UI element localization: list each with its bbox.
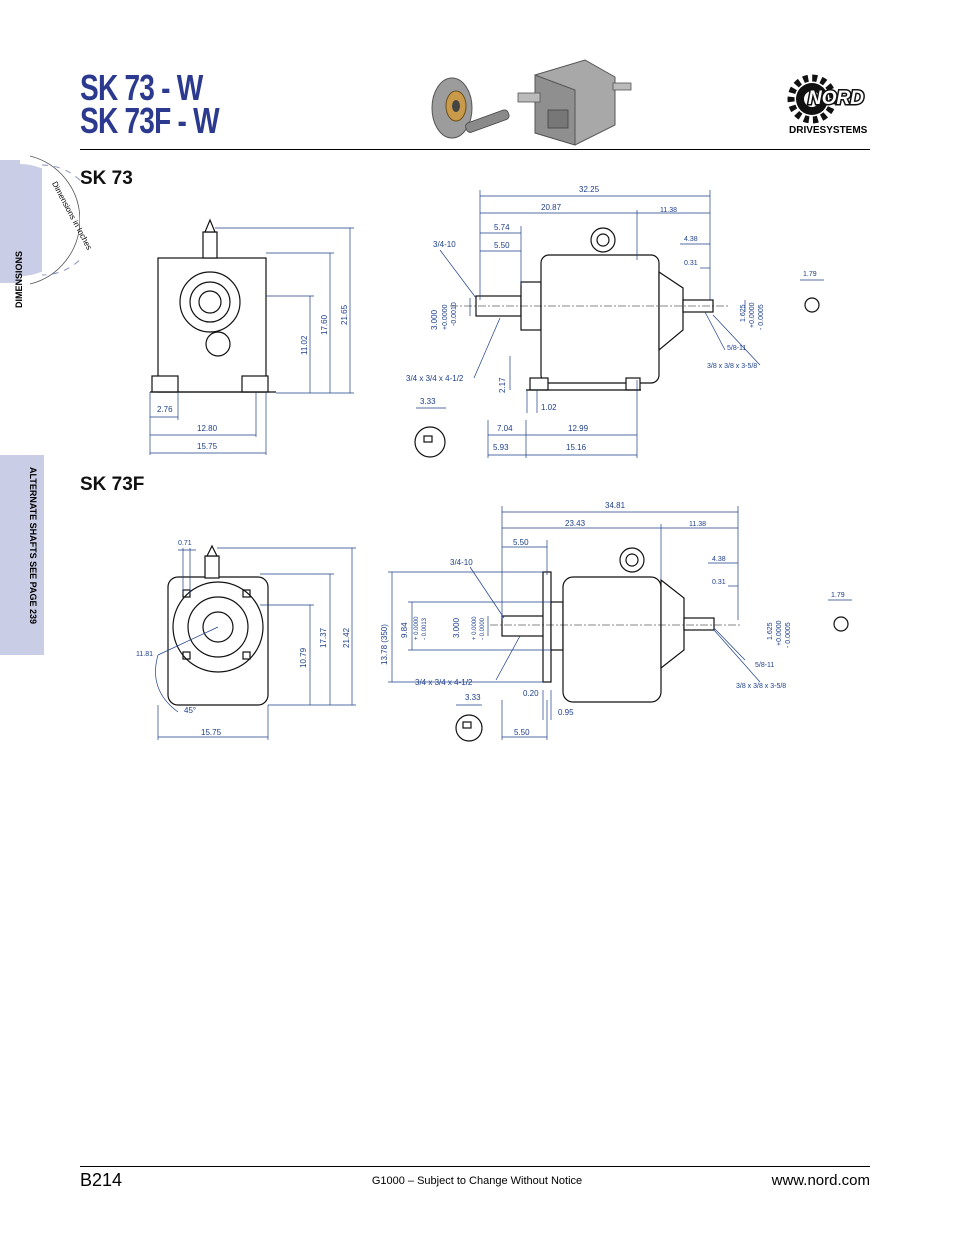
sk73-front-view xyxy=(150,218,276,393)
sk73-dim-1760: 17.60 xyxy=(320,314,329,335)
sk73f-dim-1079: 10.79 xyxy=(299,647,308,668)
sk73-dim-217: 2.17 xyxy=(498,377,507,393)
sk73f-flange-984-tol-plus: + 0.0000 xyxy=(414,616,420,640)
sk73f-flange-984: 9.84 xyxy=(400,622,409,638)
sk73-dim-102: 1.02 xyxy=(541,403,557,412)
sk73f-dim-2343: 23.43 xyxy=(565,519,586,528)
sk73-dim-1299: 12.99 xyxy=(568,424,589,433)
sk73-dim-1575: 15.75 xyxy=(197,442,218,451)
header-rule xyxy=(80,149,870,150)
sk73f-dim-095: 0.95 xyxy=(558,708,574,717)
sk73f-key-in: 3/4 x 3/4 x 4-1/2 xyxy=(415,678,473,687)
sk73f-dim-1138: 11.38 xyxy=(689,521,706,528)
sk73f-dim-550-bot: 5.50 xyxy=(514,728,530,737)
nord-logo: NORD xyxy=(787,74,866,124)
sk73f-key-out: 3/8 x 3/8 x 3-5/8 xyxy=(736,683,786,690)
sk73f-thread-in: 3/4-10 xyxy=(450,558,473,567)
dimensions-tab xyxy=(0,160,42,283)
sk73-side-dims xyxy=(416,190,824,458)
sk73f-dim-550-top: 5.50 xyxy=(513,538,529,547)
sk73-shaft-out: 1.625 xyxy=(740,304,747,322)
sk73f-shaft-out-tol-plus: +0.0000 xyxy=(776,620,783,646)
sk73f-dim-1181: 11.81 xyxy=(136,651,153,658)
footer-notice: G1000 – Subject to Change Without Notice xyxy=(371,1175,583,1187)
sk73f-dim-2142: 21.42 xyxy=(342,627,351,648)
sk73-dim-1280: 12.80 xyxy=(197,424,218,433)
sk73-shaft-out-tol-minus: - 0.0005 xyxy=(758,304,765,330)
sk73-thread-in: 3/4-10 xyxy=(433,240,456,249)
gearbox-image xyxy=(517,59,632,146)
sk73f-shaft-in-tol-minus: - 0.0000 xyxy=(480,617,486,640)
title-line-1: SK 73 - W xyxy=(80,67,203,108)
sk73-dim-333: 3.33 xyxy=(420,397,436,406)
sk73f-dim-179: 1.79 xyxy=(831,592,845,599)
sk73f-front-view xyxy=(167,544,269,706)
sk73-dim-179: 1.79 xyxy=(803,271,817,278)
website-link[interactable]: www.nord.com xyxy=(771,1172,870,1189)
sk73f-side-dims xyxy=(388,506,852,740)
sk73-dim-593: 5.93 xyxy=(493,443,509,452)
sk73f-thread-out: 5/8-11 xyxy=(755,662,774,669)
sk73-dim-276: 2.76 xyxy=(157,405,173,414)
sk73f-side-view xyxy=(455,547,849,742)
sk73f-dim-333: 3.33 xyxy=(465,693,481,702)
sk73-shaft-in-tol-plus: +0.0000 xyxy=(442,304,449,330)
title-line-2: SK 73F - W xyxy=(80,100,220,141)
sk73-dim-1138: 11.38 xyxy=(660,207,677,214)
sk73-dim-550: 5.50 xyxy=(494,241,510,250)
sk73-dim-1102: 11.02 xyxy=(300,335,309,355)
sk73-dim-031: 0.31 xyxy=(684,260,698,267)
sk73-dim-574: 5.74 xyxy=(494,223,510,232)
logo-text: NORD xyxy=(808,88,864,109)
sk73f-shaft-out-tol-minus: - 0.0005 xyxy=(785,622,792,648)
sk73f-dim-020: 0.20 xyxy=(523,689,539,698)
sk73-dim-2165: 21.65 xyxy=(340,304,349,325)
sk73-shaft-in: 3.000 xyxy=(430,309,439,330)
sk73-key-in: 3/4 x 3/4 x 4-1/2 xyxy=(406,374,464,383)
sk73-dim-3225: 32.25 xyxy=(579,185,600,194)
sk73f-shaft-in: 3.000 xyxy=(452,617,461,638)
sk73f-dim-45: 45° xyxy=(184,706,196,715)
sk73-key-out: 3/8 x 3/8 x 3-5/8 xyxy=(707,363,757,370)
sk73f-shaft-out: 1.625 xyxy=(767,622,774,640)
gear-outline-icon xyxy=(19,152,80,288)
sk73f-dim-031: 0.31 xyxy=(712,579,726,586)
gear-icon xyxy=(787,74,837,124)
sk73f-dim-1575: 15.75 xyxy=(201,728,222,737)
sk73f-dim-1737: 17.37 xyxy=(319,627,328,648)
sk73-dim-1516: 15.16 xyxy=(566,443,587,452)
sk73-shaft-in-tol-minus: -0.0010 xyxy=(451,302,458,326)
sk73-shaft-out-tol-plus: +0.0000 xyxy=(749,302,756,328)
section-title-sk73f: SK 73F xyxy=(80,474,145,495)
sk73-front-dims xyxy=(149,227,354,455)
page-number: B214 xyxy=(80,1170,123,1190)
product-image xyxy=(431,59,632,146)
sk73f-shaft-in-tol-plus: + 0.0000 xyxy=(472,616,478,640)
gear-image xyxy=(431,77,510,139)
sk73-thread-out: 5/8-11 xyxy=(727,345,746,352)
brand-tagline: DRIVESYSTEMS xyxy=(789,125,868,136)
alternate-shafts-tab xyxy=(0,455,44,655)
sk73-dim-2087: 20.87 xyxy=(541,203,562,212)
sk73f-front-dims xyxy=(155,547,356,740)
dimensions-tab-graphic xyxy=(19,152,80,288)
sk73f-dim-071: 0.71 xyxy=(178,540,192,547)
footer-rule xyxy=(80,1166,870,1167)
sk73-dim-438: 4.38 xyxy=(684,236,698,243)
sk73f-dim-3481: 34.81 xyxy=(605,501,626,510)
sk73f-flange-1378: 13.78 (350) xyxy=(380,624,389,665)
sk73f-flange-984-tol-minus: - 0.0013 xyxy=(422,617,428,640)
sk73-side-view xyxy=(414,227,820,458)
sk73f-dim-438: 4.38 xyxy=(712,556,726,563)
section-title-sk73: SK 73 xyxy=(80,168,133,189)
sk73-dim-704: 7.04 xyxy=(497,424,513,433)
